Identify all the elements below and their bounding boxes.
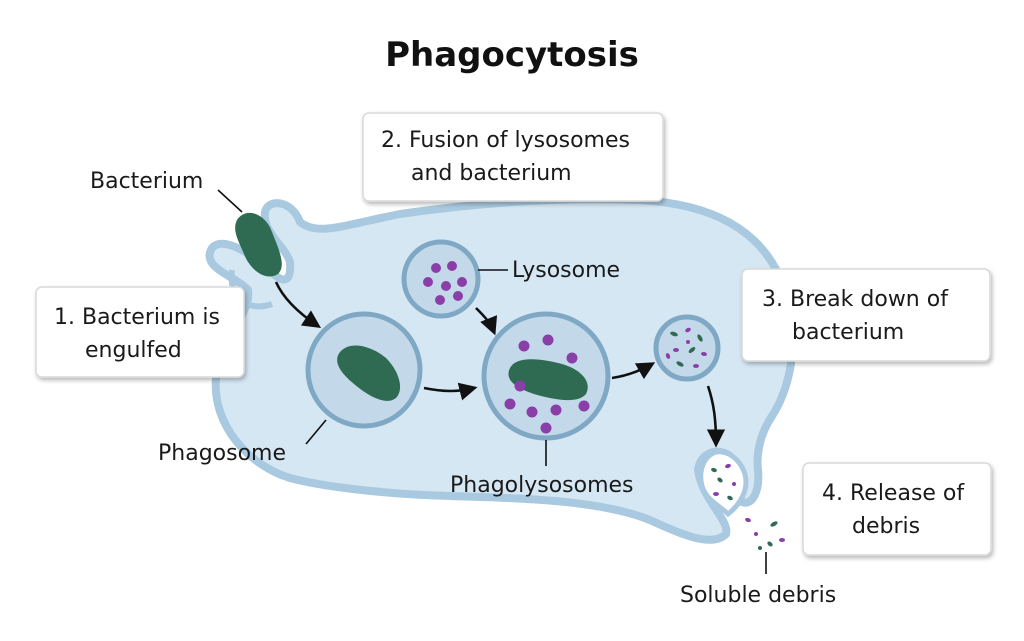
process-arrows [274, 281, 726, 448]
label-soluble-debris: Soluble debris [680, 583, 836, 608]
step-box-2: 2. Fusion of lysosomes and bacterium [362, 112, 664, 202]
arrow-phagosome-to-phagolysosome [423, 382, 478, 401]
step-3-line-1: 3. Break down of [762, 287, 949, 312]
svg-text:2. Fusion of lysosomes a: 2. Fusion of lysosomes and bacterium [381, 128, 637, 186]
debris-particle [754, 532, 758, 536]
exocytosis-fragments [711, 463, 736, 501]
step-4-line-1: 4. Release of [822, 481, 965, 506]
debris-particle [758, 546, 762, 550]
phagosome [305, 311, 423, 429]
debris-particle [779, 538, 785, 542]
fragment [685, 327, 691, 333]
fragment [725, 463, 731, 469]
enzyme-dot [431, 263, 441, 273]
step-3-line-2: bacterium [792, 320, 904, 345]
arrow-to-breakdown [611, 362, 656, 380]
enzyme-dot [453, 291, 463, 301]
fragment [727, 495, 733, 501]
enzyme-dot [504, 398, 516, 410]
breakdown-vesicle-membrane [653, 314, 721, 382]
phagolysosome-bacterium [508, 359, 588, 401]
fragment [670, 331, 678, 337]
step-2-line-2: and bacterium [411, 161, 572, 186]
debris-particle [745, 517, 751, 523]
step-1-line-1: 1. Bacterium is [54, 305, 220, 330]
fragment [693, 364, 699, 368]
debris-particle [767, 541, 773, 547]
fragment [673, 348, 679, 352]
fragment [697, 334, 703, 342]
phagolysosome [481, 311, 611, 441]
enzyme-dot [578, 400, 590, 412]
label-lysosome: Lysosome [512, 258, 620, 283]
fragment [688, 347, 696, 353]
fragment [711, 467, 717, 473]
fragment [713, 492, 719, 496]
enzyme-dot [542, 334, 554, 346]
step-box-1: 1. Bacterium is engulfed [35, 286, 245, 378]
exocytosis-pocket [698, 449, 749, 518]
phagolysosome-enzymes [504, 334, 590, 434]
phagosome-bacterium [337, 345, 401, 401]
fragment [717, 477, 723, 483]
step-box-3: 3. Break down of bacterium [741, 268, 991, 362]
fragment [732, 482, 736, 486]
enzyme-dot [435, 295, 445, 305]
step-2-line-1: 2. Fusion of lysosomes [381, 128, 630, 153]
enzyme-dot [540, 422, 552, 434]
enzyme-dot [423, 277, 433, 287]
fragment [665, 353, 671, 359]
soluble-debris-particles [745, 517, 785, 550]
enzyme-dot [457, 277, 467, 287]
incoming-bacterium [235, 212, 282, 277]
breakdown-fragments [665, 327, 707, 368]
lysosome [401, 239, 481, 319]
enzyme-dot [514, 380, 526, 392]
fragment [686, 340, 690, 344]
svg-text:4. Release of debris: 4. Release of debris [822, 481, 971, 539]
step-4-line-2: debris [852, 514, 920, 539]
leader-phagosome [305, 419, 327, 445]
lysosome-enzymes [423, 261, 467, 305]
svg-text:3. Break down of bacteri: 3. Break down of bacterium [762, 287, 955, 345]
enzyme-dot [447, 261, 457, 271]
arrow-to-exocytosis [706, 385, 726, 448]
breakdown-vesicle [653, 314, 721, 382]
enzyme-dot [526, 406, 538, 418]
label-phagosome: Phagosome [158, 441, 286, 466]
step-1-line-2: engulfed [85, 338, 182, 363]
enzyme-dot [566, 352, 578, 364]
exocytosis-membrane [698, 449, 749, 518]
leader-lines [217, 189, 767, 574]
fragment [676, 361, 684, 367]
lysosome-membrane [401, 239, 481, 319]
step-box-4: 4. Release of debris [802, 462, 992, 556]
enzyme-dot [550, 404, 562, 416]
enzyme-dot [518, 340, 530, 352]
label-phagolysosomes: Phagolysosomes [450, 473, 634, 498]
fragment [701, 351, 707, 357]
svg-text:1. Bacterium is engulfed: 1. Bacterium is engulfed [54, 305, 227, 363]
arrow-lysosome-to-phagolysosome [475, 307, 498, 336]
diagram-title: Phagocytosis [385, 35, 639, 75]
label-bacterium: Bacterium [90, 169, 203, 194]
arrow-engulf [274, 281, 322, 329]
enzyme-dot [441, 281, 451, 291]
leader-bacterium [217, 189, 243, 213]
debris-particle [770, 521, 778, 527]
